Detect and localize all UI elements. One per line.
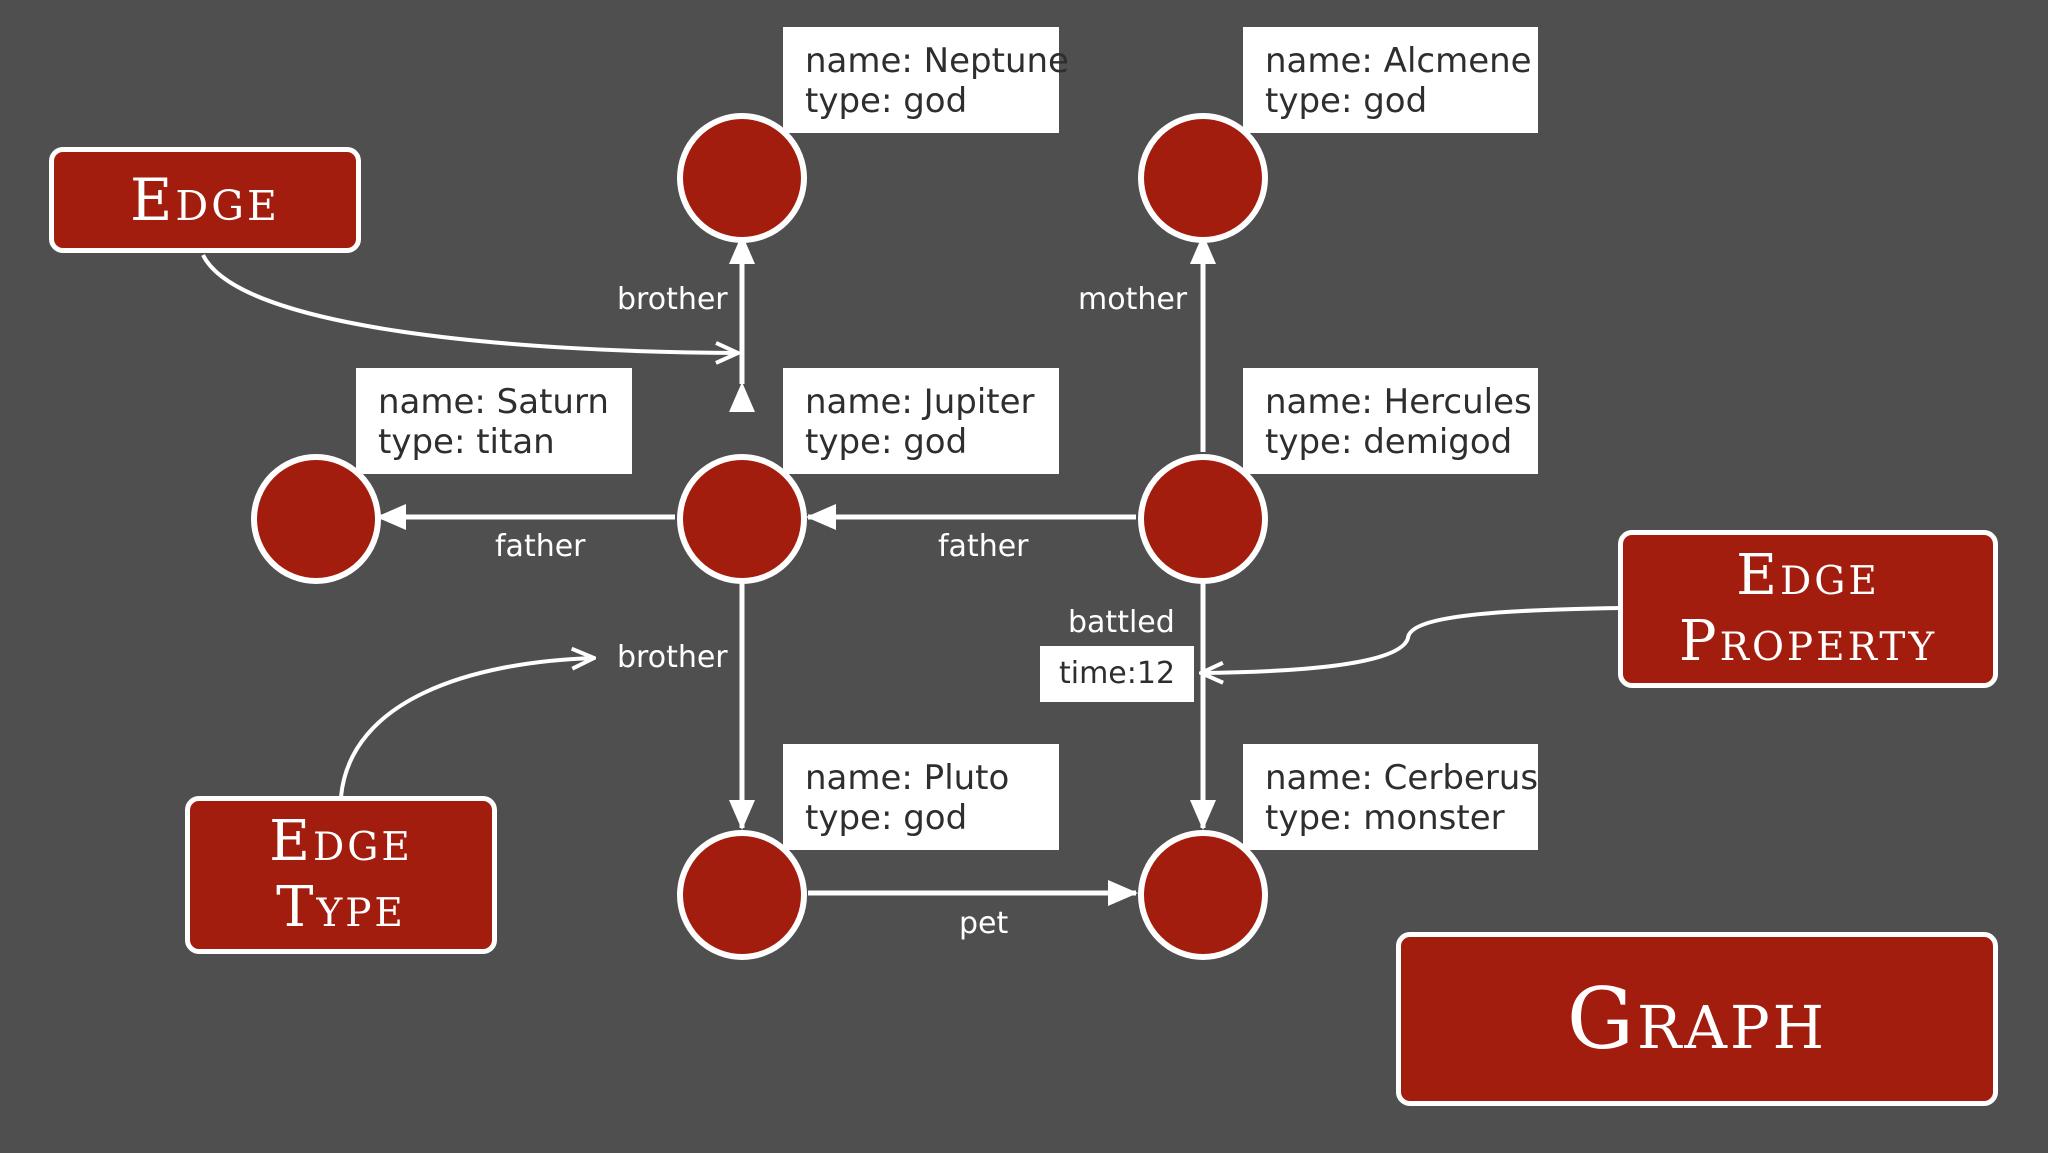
prop-line: name: Saturn [378,382,609,422]
callout-graph: Graph [1396,932,1998,1106]
callout-edge-property-line2: Property [1678,609,1938,674]
prop-line: type: titan [378,422,555,462]
props-cerberus: name: Cerberus type: monster [1243,744,1538,850]
edge-type-callout-pointer [339,658,594,798]
prop-line: type: demigod [1265,422,1513,462]
callout-edge-text: Edge [130,166,280,234]
prop-line: name: Pluto [805,758,1010,798]
edge-label-brother-bottom: brother [617,640,728,675]
edge-callout-pointer [201,254,738,353]
callout-edge-property-line1: Edge [1736,543,1880,608]
callout-graph-text: Graph [1566,970,1828,1068]
callout-edge-type-line1: Edge [269,809,413,874]
callout-edge-type-line2: Type [276,875,406,940]
prop-line: type: god [805,422,968,462]
prop-line: type: monster [1265,798,1505,838]
node-pluto[interactable] [677,830,807,960]
prop-line: name: Cerberus [1265,758,1539,798]
callout-edge-property: Edge Property [1618,530,1998,688]
node-neptune[interactable] [677,113,807,243]
edge-label-battled: battled [1068,605,1175,640]
edge-label-brother-top: brother [617,282,728,317]
edge-label-father-right: father [938,529,1029,564]
node-jupiter[interactable] [677,454,807,584]
props-jupiter: name: Jupiter type: god [783,368,1059,474]
node-hercules[interactable] [1138,454,1268,584]
edge-property-callout-pointer [1201,606,1619,673]
props-pluto: name: Pluto type: god [783,744,1059,850]
props-saturn: name: Saturn type: titan [356,368,632,474]
callout-edge: Edge [49,147,361,253]
prop-line: name: Alcmene [1265,41,1532,81]
edge-label-pet: pet [959,906,1009,941]
props-neptune: name: Neptune type: god [783,27,1069,133]
edge-label-mother: mother [1078,282,1188,317]
node-saturn[interactable] [251,454,381,584]
prop-line: name: Jupiter [805,382,1035,422]
prop-line: type: god [805,798,968,838]
props-alcmene: name: Alcmene type: god [1243,27,1538,133]
prop-line: type: god [1265,81,1428,121]
edge-label-father-left: father [495,529,586,564]
props-hercules: name: Hercules type: demigod [1243,368,1538,474]
prop-line: type: god [805,81,968,121]
edge-property-box: time:12 [1040,646,1194,702]
prop-line: name: Neptune [805,41,1069,81]
node-cerberus[interactable] [1138,830,1268,960]
prop-line: name: Hercules [1265,382,1532,422]
node-alcmene[interactable] [1138,113,1268,243]
callout-edge-type: Edge Type [185,796,497,954]
